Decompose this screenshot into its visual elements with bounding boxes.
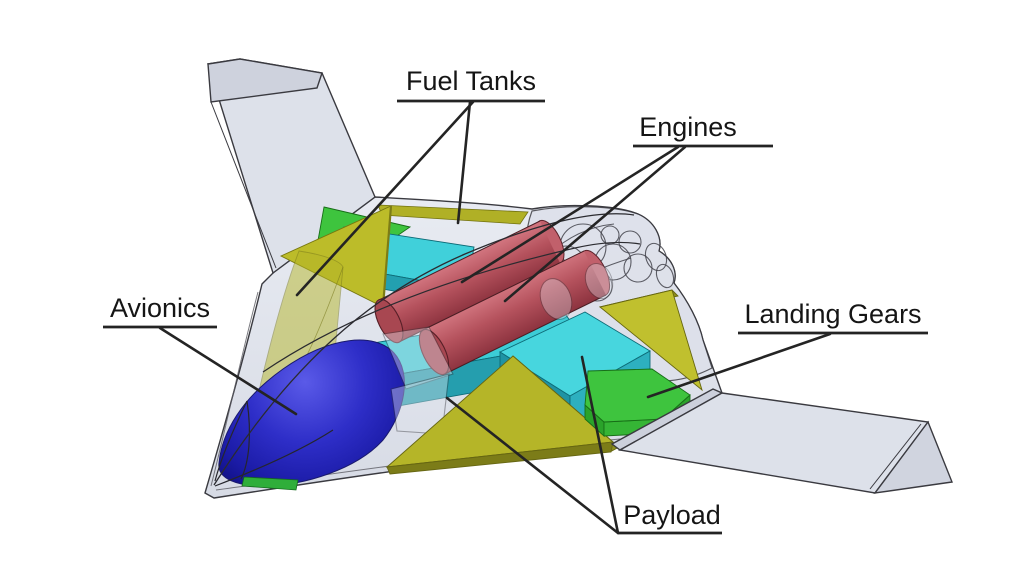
fuel-tank-front-wedge (385, 355, 620, 475)
callout-landing-gears: Landing Gears (646, 299, 928, 399)
callout-avionics: Avionics (103, 293, 298, 416)
callout-fuel-tanks: Fuel Tanks (295, 66, 545, 297)
right-wing (610, 388, 953, 494)
landing-gear-nose (241, 476, 299, 491)
callout-payload: Payload (445, 355, 722, 535)
annotations: Fuel Tanks Engines Avionics Landing Gear… (103, 66, 928, 535)
label-landing-gears: Landing Gears (744, 299, 921, 329)
canopy-wireframe (213, 213, 641, 486)
fuel-tank-right-wedge (598, 289, 703, 392)
label-avionics: Avionics (110, 293, 210, 323)
label-fuel-tanks: Fuel Tanks (406, 66, 536, 96)
engine-near (418, 249, 611, 376)
label-engines: Engines (639, 112, 737, 142)
nose-wireframe (214, 400, 334, 487)
intake-ducts (382, 263, 614, 435)
label-payload: Payload (623, 500, 721, 530)
callout-engines: Engines (460, 112, 773, 303)
